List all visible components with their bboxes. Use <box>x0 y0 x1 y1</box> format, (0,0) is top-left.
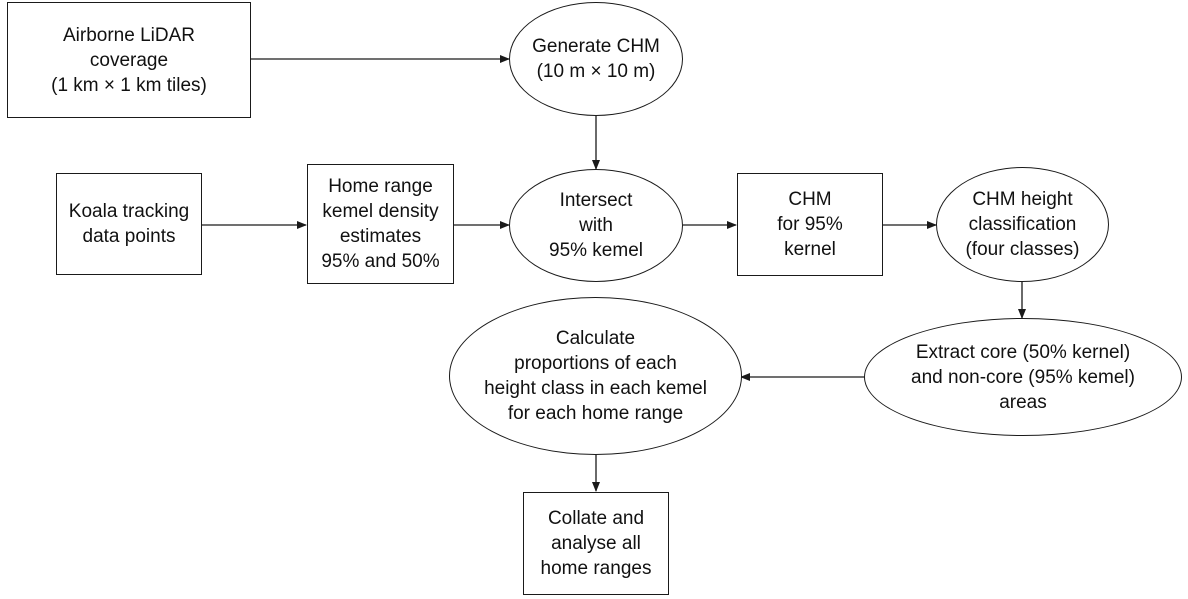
home-range-kde-label: Home range kemel density estimates 95% a… <box>321 176 440 272</box>
intersect-ellipse: Intersect with 95% kemel <box>509 169 683 282</box>
chm-95-kernel-label: CHM for 95% kernel <box>777 189 843 260</box>
extract-core-ellipse: Extract core (50% kernel) and non-core (… <box>864 318 1182 436</box>
intersect-label: Intersect with 95% kemel <box>549 190 643 261</box>
collate-label: Collate and analyse all home ranges <box>540 508 652 579</box>
extract-core-label: Extract core (50% kernel) and non-core (… <box>911 341 1135 413</box>
calculate-proportions-label: Calculate proportions of each height cla… <box>484 328 707 424</box>
calculate-proportions-ellipse: Calculate proportions of each height cla… <box>449 297 742 455</box>
lidar-coverage-label: Airborne LiDAR coverage (1 km × 1 km til… <box>51 24 207 96</box>
generate-chm-label: Generate CHM (10 m × 10 m) <box>532 36 660 82</box>
height-classification-ellipse: CHM height classification (four classes) <box>936 167 1109 282</box>
home-range-kde-box: Home range kemel density estimates 95% a… <box>307 164 454 284</box>
generate-chm-ellipse: Generate CHM (10 m × 10 m) <box>509 2 683 116</box>
collate-box: Collate and analyse all home ranges <box>523 492 669 595</box>
lidar-coverage-box: Airborne LiDAR coverage (1 km × 1 km til… <box>7 2 251 118</box>
height-classification-label: CHM height classification (four classes) <box>965 189 1080 260</box>
koala-tracking-label: Koala tracking data points <box>68 201 190 247</box>
chm-95-kernel-box: CHM for 95% kernel <box>737 173 883 276</box>
koala-tracking-box: Koala tracking data points <box>56 173 202 275</box>
